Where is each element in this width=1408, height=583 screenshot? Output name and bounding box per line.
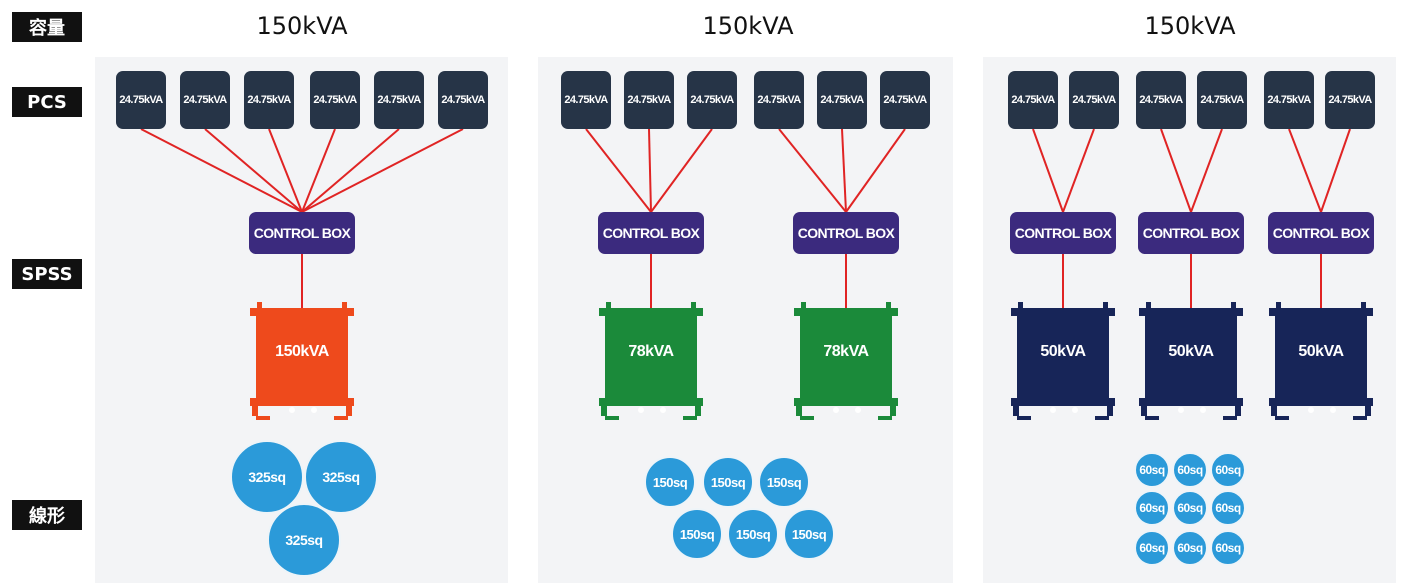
cable-circle: 60sq: [1210, 452, 1246, 488]
pcs-unit: 24.75kVA: [1069, 71, 1119, 129]
pcs-unit: 24.75kVA: [438, 71, 488, 129]
control-box: CONTROL BOX: [598, 212, 704, 254]
cable-circle: 150sq: [727, 508, 779, 560]
pcs-unit: 24.75kVA: [310, 71, 360, 129]
wires: [140, 128, 1351, 308]
row-label-spss: SPSS: [12, 259, 82, 289]
cable-circle: 150sq: [671, 508, 723, 560]
cable-circle: 60sq: [1210, 490, 1246, 526]
pcs-unit: 24.75kVA: [1136, 71, 1186, 129]
cable-circle: 60sq: [1172, 490, 1208, 526]
row-label-capacity: 容量: [12, 12, 82, 42]
control-box: CONTROL BOX: [1268, 212, 1374, 254]
control-box: CONTROL BOX: [1010, 212, 1116, 254]
cable-circle: 60sq: [1134, 490, 1170, 526]
cable-circle: 60sq: [1134, 452, 1170, 488]
pcs-unit: 24.75kVA: [1008, 71, 1058, 129]
cable-circle: 60sq: [1210, 530, 1246, 566]
cable-circle: 150sq: [644, 456, 696, 508]
control-box: CONTROL BOX: [793, 212, 899, 254]
control-box: CONTROL BOX: [1138, 212, 1244, 254]
pcs-unit: 24.75kVA: [687, 71, 737, 129]
pcs-unit: 24.75kVA: [754, 71, 804, 129]
transformer-50kva-a: [1011, 302, 1115, 420]
transformer-label: 78kVA: [823, 343, 869, 360]
control-box: CONTROL BOX: [249, 212, 355, 254]
transformer-label: 50kVA: [1168, 343, 1214, 360]
transformer-78kva-a: [599, 302, 703, 420]
cable-circle: 325sq: [304, 440, 378, 514]
cable-circle: 60sq: [1172, 530, 1208, 566]
transformer-label: 150kVA: [275, 343, 329, 360]
pcs-unit: 24.75kVA: [374, 71, 424, 129]
row-label-cable: 線形: [12, 500, 82, 530]
transformer-50kva-b: [1139, 302, 1243, 420]
cable-circle: 325sq: [267, 503, 341, 577]
transformer-78kva-b: [794, 302, 898, 420]
config-title-1: 150kVA: [256, 12, 348, 40]
pcs-unit: 24.75kVA: [817, 71, 867, 129]
config-title-2: 150kVA: [702, 12, 794, 40]
pcs-unit: 24.75kVA: [1197, 71, 1247, 129]
pcs-unit: 24.75kVA: [880, 71, 930, 129]
pcs-unit: 24.75kVA: [561, 71, 611, 129]
cable-circle: 60sq: [1134, 530, 1170, 566]
row-label-pcs: PCS: [12, 87, 82, 117]
transformer-50kva-c: [1269, 302, 1373, 420]
pcs-unit: 24.75kVA: [1264, 71, 1314, 129]
pcs-unit: 24.75kVA: [624, 71, 674, 129]
transformer-label: 50kVA: [1298, 343, 1344, 360]
cable-circle: 150sq: [758, 456, 810, 508]
pcs-unit: 24.75kVA: [180, 71, 230, 129]
pcs-unit: 24.75kVA: [116, 71, 166, 129]
cable-circle: 325sq: [230, 440, 304, 514]
cable-circle: 150sq: [783, 508, 835, 560]
cable-circle: 150sq: [702, 456, 754, 508]
transformer-150kva: [250, 302, 354, 420]
pcs-unit: 24.75kVA: [1325, 71, 1375, 129]
pcs-unit: 24.75kVA: [244, 71, 294, 129]
config-title-3: 150kVA: [1144, 12, 1236, 40]
transformer-label: 78kVA: [628, 343, 674, 360]
cable-circle: 60sq: [1172, 452, 1208, 488]
transformer-label: 50kVA: [1040, 343, 1086, 360]
